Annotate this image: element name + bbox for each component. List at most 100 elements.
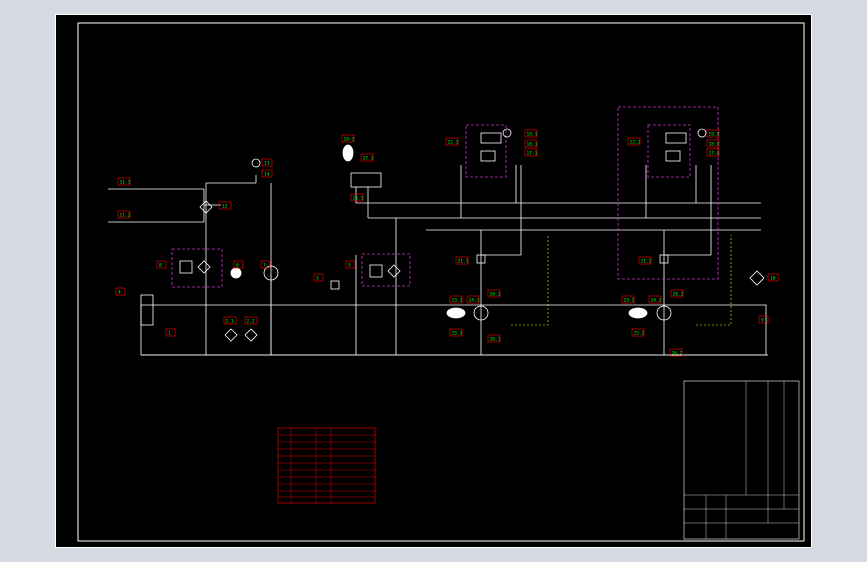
svg-text:23.1: 23.1: [452, 298, 463, 304]
pump-7: [263, 265, 279, 281]
tag-21-2: 21.2: [638, 256, 652, 265]
accumulator-16-1: [342, 144, 354, 162]
tag-24-2: 24.2: [648, 295, 662, 304]
svg-text:5: 5: [348, 263, 351, 269]
svg-text:21.2: 21.2: [641, 259, 652, 265]
svg-text:23.2: 23.2: [624, 298, 635, 304]
signal-lines: [511, 235, 732, 326]
motor-branch-1: [446, 307, 466, 319]
svg-text:18.1: 18.1: [527, 142, 538, 148]
svg-text:24.2: 24.2: [651, 298, 662, 304]
tag-3: 3: [313, 273, 324, 282]
tag-14: 14: [261, 169, 273, 178]
tag-20-1: 20.1: [487, 289, 501, 298]
svg-text:4: 4: [118, 290, 121, 296]
component-symbols: [140, 128, 765, 342]
tag-10: 10: [767, 273, 779, 282]
tag-2-1: 2.1: [223, 316, 237, 325]
svg-text:12: 12: [222, 204, 228, 210]
tag-12: 12: [218, 201, 232, 210]
svg-text:26.1: 26.1: [490, 337, 501, 343]
svg-text:21.1: 21.1: [458, 259, 469, 265]
svg-text:15.1: 15.1: [353, 196, 364, 202]
tag-24-1: 24.1: [466, 295, 480, 304]
svg-text:13: 13: [264, 161, 270, 167]
pump-branch-2: [656, 305, 672, 321]
svg-text:1: 1: [168, 331, 171, 337]
svg-text:6: 6: [236, 263, 239, 269]
tag-25-1: 25.1: [449, 328, 463, 337]
hydraulic-schematic: 11.1 11.2 12 13 14 4 8 6 7 5 3 2.1 2.2 1…: [77, 22, 805, 542]
drawing-sheet: 11.1 11.2 12 13 14 4 8 6 7 5 3 2.1 2.2 1…: [55, 14, 812, 548]
svg-text:10: 10: [770, 276, 776, 282]
tag-15-1: 15.1: [350, 193, 364, 202]
svg-text:22.1: 22.1: [448, 140, 459, 146]
tag-17-1: 17.1: [360, 153, 374, 162]
gauge-19-1: [502, 128, 512, 138]
svg-text:18.2: 18.2: [709, 142, 720, 148]
svg-text:14: 14: [264, 172, 270, 178]
svg-text:19.1: 19.1: [527, 132, 538, 138]
svg-text:16.1: 16.1: [344, 137, 355, 143]
tag-25-2: 25.2: [631, 328, 645, 337]
tag-22-2: 22.2: [627, 137, 641, 146]
assembly-boxes: [171, 106, 719, 288]
tag-5: 5: [345, 260, 356, 269]
tag-17-1b: 17.1: [524, 148, 538, 157]
filter-diamond-12: [199, 200, 213, 214]
tag-18-1: 18.1: [524, 139, 538, 148]
svg-text:11.1: 11.1: [120, 180, 131, 186]
svg-text:25.2: 25.2: [634, 331, 645, 337]
tag-23-2: 23.2: [621, 295, 635, 304]
svg-text:20.2: 20.2: [673, 292, 684, 298]
inner-border: [77, 22, 805, 542]
svg-text:26.2: 26.2: [672, 351, 683, 357]
filter-diamond-2-1: [224, 328, 238, 342]
tag-11-1: 11.1: [117, 177, 131, 186]
filter-diamond-2-2: [244, 328, 258, 342]
tag-26-2: 26.2: [669, 348, 683, 357]
tag-8: 8: [156, 260, 167, 269]
svg-text:11.2: 11.2: [120, 213, 131, 219]
svg-text:25.1: 25.1: [452, 331, 463, 337]
gauge-19-2: [697, 128, 707, 138]
pump-branch-1: [473, 305, 489, 321]
tag-22-1: 22.1: [445, 137, 459, 146]
tag-7: 7: [260, 260, 271, 269]
label-tags: 11.1 11.2 12 13 14 4 8 6 7 5 3 2.1 2.2 1…: [115, 129, 779, 357]
tag-23-1: 23.1: [449, 295, 463, 304]
tag-4: 4: [115, 287, 126, 296]
svg-text:2.2: 2.2: [247, 319, 255, 325]
motor-branch-2: [628, 307, 648, 319]
tag-20-2: 20.2: [670, 289, 684, 298]
svg-text:22.2: 22.2: [630, 140, 641, 146]
svg-text:17.1: 17.1: [363, 156, 374, 162]
svg-text:8: 8: [159, 263, 162, 269]
svg-text:19.2: 19.2: [709, 132, 720, 138]
svg-text:20.1: 20.1: [490, 292, 501, 298]
svg-text:24.1: 24.1: [469, 298, 480, 304]
motor-6: [230, 267, 242, 279]
tag-19-2: 19.2: [706, 129, 720, 138]
tag-17-2: 17.2: [706, 148, 720, 157]
tag-13: 13: [261, 158, 273, 167]
tag-18-2: 18.2: [706, 139, 720, 148]
tag-16-1: 16.1: [341, 134, 355, 143]
pipelines: [108, 165, 768, 356]
tag-26-1: 26.1: [487, 334, 501, 343]
tag-2-2: 2.2: [244, 316, 258, 325]
svg-text:2.1: 2.1: [226, 319, 234, 325]
component-table: [277, 427, 376, 504]
tag-6: 6: [233, 260, 244, 269]
filter-diamond-10: [749, 270, 765, 286]
tag-19-1: 19.1: [524, 129, 538, 138]
svg-text:17.1: 17.1: [527, 151, 538, 157]
tag-9: 9: [758, 315, 769, 324]
title-block: [683, 380, 800, 540]
tag-11-2: 11.2: [117, 210, 131, 219]
tag-1: 1: [165, 328, 176, 337]
svg-text:17.2: 17.2: [709, 151, 720, 157]
svg-text:9: 9: [761, 318, 764, 324]
svg-text:3: 3: [316, 276, 319, 282]
svg-text:7: 7: [263, 263, 266, 269]
